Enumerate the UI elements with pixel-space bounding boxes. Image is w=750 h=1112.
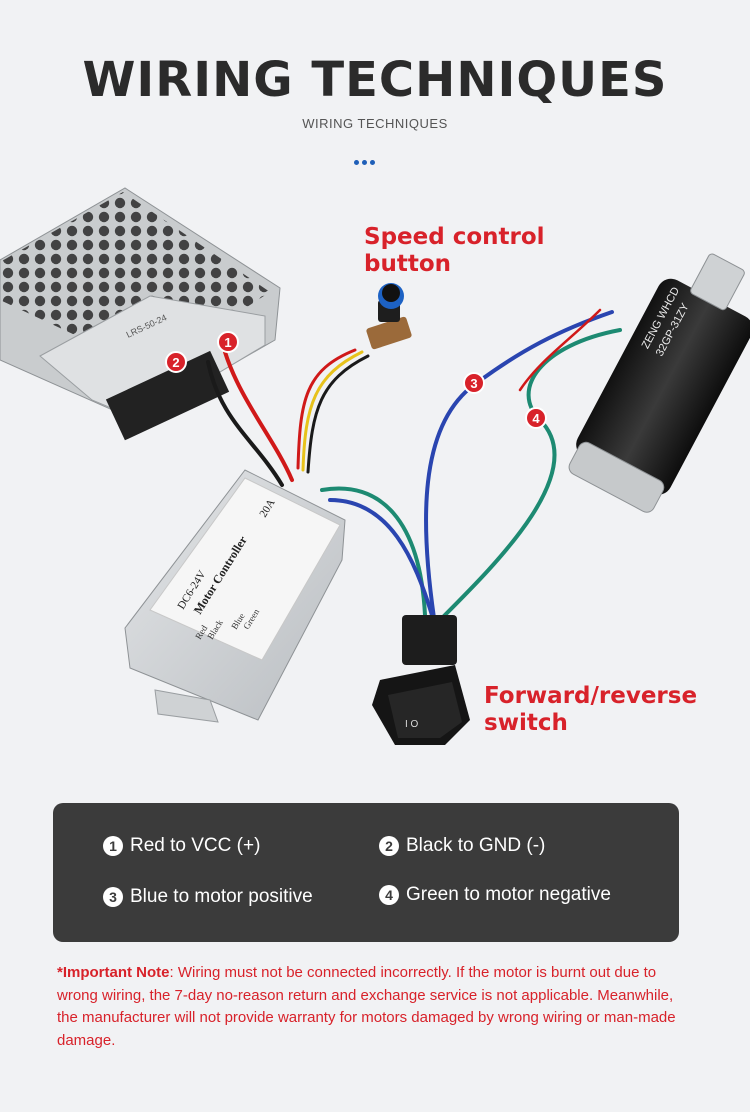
legend-number-2: 2: [379, 836, 399, 856]
switch-callout: Forward/reverse switch: [484, 683, 697, 737]
legend-item-3: 3 Blue to motor positive: [103, 886, 313, 908]
speed-callout-line1: Speed control: [364, 224, 545, 250]
important-note: *Important Note: Wiring must not be conn…: [57, 962, 697, 1052]
wiring-legend: 1 Red to VCC (+) 2 Black to GND (-) 3 Bl…: [53, 803, 679, 942]
svg-text:1: 1: [224, 335, 231, 350]
speed-control-callout: Speed control button: [364, 224, 545, 278]
page-title: WIRING TECHNIQUES: [82, 52, 668, 108]
legend-number-1: 1: [103, 836, 123, 856]
legend-text-4: Green to motor negative: [406, 884, 611, 905]
legend-text-3: Blue to motor positive: [130, 886, 313, 907]
legend-item-4: 4 Green to motor negative: [379, 884, 611, 906]
speed-control-potentiometer: [366, 283, 412, 350]
marker-1: 1: [217, 331, 239, 353]
switch-callout-line2: switch: [484, 710, 568, 736]
legend-text-1: Red to VCC (+): [130, 835, 261, 856]
svg-text:4: 4: [532, 411, 540, 426]
marker-4: 4: [525, 407, 547, 429]
page-subtitle: WIRING TECHNIQUES: [302, 116, 448, 131]
switch-callout-line1: Forward/reverse: [484, 683, 698, 709]
important-note-text: : Wiring must not be connected incorrect…: [57, 964, 676, 1049]
switch-symbol: I O: [405, 719, 419, 730]
motor-controller: Motor Controller DC6-24V 20A Red Black B…: [124, 469, 346, 723]
marker-2: 2: [165, 351, 187, 373]
wiring-illustration: LRS-50-24 ZENG WHCD 32GP-31ZY Motor Cont…: [0, 187, 750, 745]
legend-number-4: 4: [379, 885, 399, 905]
decorative-dots: [354, 152, 378, 170]
marker-3: 3: [463, 372, 485, 394]
forward-reverse-switch: I O: [372, 615, 470, 745]
legend-number-3: 3: [103, 887, 123, 907]
important-note-label: *Important Note: [57, 964, 170, 981]
speed-callout-line2: button: [364, 251, 452, 277]
power-supply: LRS-50-24: [0, 187, 281, 441]
dc-motor: ZENG WHCD 32GP-31ZY: [568, 253, 750, 513]
svg-text:3: 3: [470, 376, 477, 391]
legend-item-2: 2 Black to GND (-): [379, 835, 545, 857]
svg-text:2: 2: [172, 355, 179, 370]
legend-text-2: Black to GND (-): [406, 835, 546, 856]
legend-item-1: 1 Red to VCC (+): [103, 835, 260, 857]
